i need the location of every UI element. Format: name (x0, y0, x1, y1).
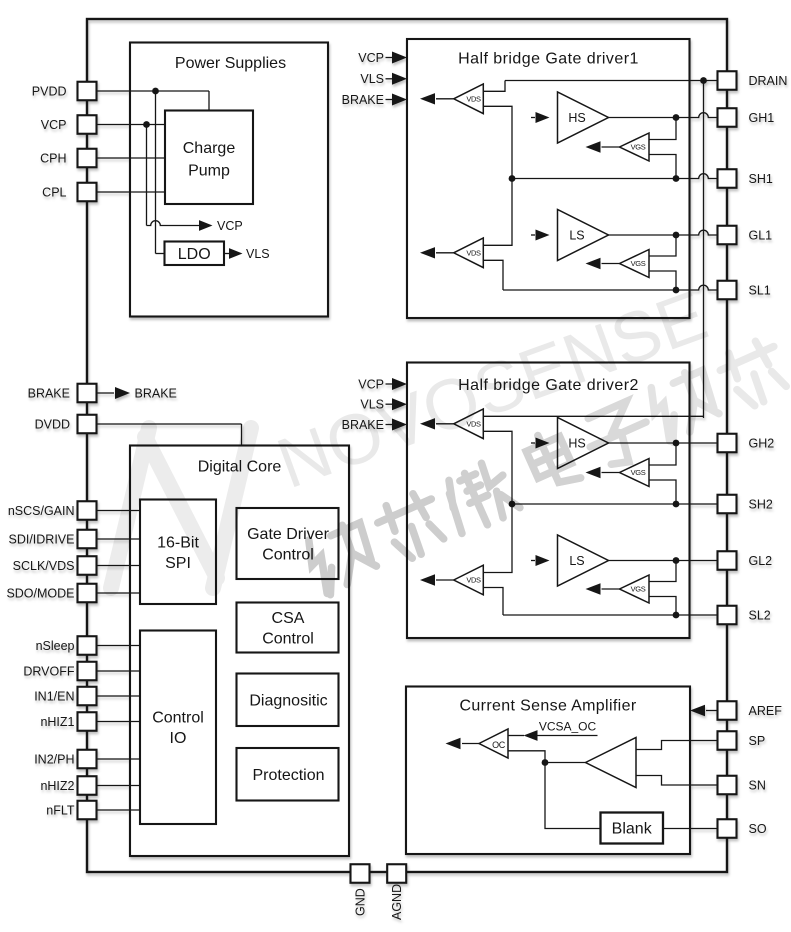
svg-text:nHIZ1: nHIZ1 (40, 715, 74, 729)
svg-text:GL1: GL1 (749, 228, 773, 242)
svg-text:LS: LS (569, 554, 584, 568)
svg-text:Diagnositic: Diagnositic (249, 693, 327, 710)
svg-text:SO: SO (749, 822, 767, 836)
svg-text:nHIZ2: nHIZ2 (40, 779, 74, 793)
svg-text:VGS: VGS (631, 585, 646, 594)
svg-text:PVDD: PVDD (32, 84, 67, 98)
svg-text:VCP: VCP (41, 118, 67, 132)
svg-text:SPI: SPI (165, 555, 191, 572)
svg-text:CPH: CPH (40, 151, 66, 165)
svg-text:GND: GND (354, 888, 368, 916)
svg-text:VCP: VCP (217, 219, 243, 233)
svg-text:BRAKE: BRAKE (342, 93, 384, 107)
svg-text:SH1: SH1 (749, 172, 773, 186)
svg-text:SN: SN (749, 778, 766, 792)
svg-text:VGS: VGS (631, 259, 646, 268)
svg-text:Pump: Pump (188, 163, 230, 180)
svg-text:VCP: VCP (358, 51, 384, 65)
svg-text:Half bridge Gate driver1: Half bridge Gate driver1 (458, 51, 639, 68)
svg-text:nSCS/GAIN: nSCS/GAIN (8, 504, 75, 518)
svg-text:Half bridge Gate driver2: Half bridge Gate driver2 (458, 377, 639, 394)
svg-text:SP: SP (749, 734, 766, 748)
svg-text:nFLT: nFLT (46, 803, 75, 817)
svg-text:LDO: LDO (178, 246, 211, 263)
svg-text:IN1/EN: IN1/EN (34, 689, 74, 703)
svg-text:Blank: Blank (612, 821, 653, 838)
svg-text:HS: HS (568, 437, 585, 451)
svg-text:IN2/PH: IN2/PH (34, 752, 74, 766)
svg-text:HS: HS (568, 111, 585, 125)
svg-text:VLS: VLS (360, 72, 384, 86)
svg-text:SL1: SL1 (749, 283, 771, 297)
svg-text:VGS: VGS (631, 143, 646, 152)
svg-text:CSA: CSA (272, 610, 305, 627)
svg-text:Protection: Protection (252, 767, 324, 784)
svg-text:SDO/MODE: SDO/MODE (6, 586, 74, 600)
svg-text:IO: IO (170, 730, 187, 747)
svg-text:LS: LS (569, 229, 584, 243)
svg-text:VCSA_OC: VCSA_OC (539, 720, 597, 734)
svg-text:VDS: VDS (466, 420, 481, 429)
svg-text:VLS: VLS (360, 398, 384, 412)
svg-text:BRAKE: BRAKE (28, 386, 70, 400)
svg-text:DRAIN: DRAIN (749, 74, 788, 88)
svg-text:Control: Control (152, 710, 204, 727)
svg-text:SCLK/VDS: SCLK/VDS (13, 559, 75, 573)
svg-text:GH2: GH2 (749, 436, 775, 450)
svg-text:DVDD: DVDD (35, 417, 70, 431)
svg-text:AGND: AGND (390, 884, 404, 920)
svg-text:SL2: SL2 (749, 608, 771, 622)
svg-text:VDS: VDS (466, 576, 481, 585)
svg-text:VCP: VCP (358, 377, 384, 391)
svg-text:Gate Driver: Gate Driver (247, 526, 329, 543)
svg-text:CPL: CPL (42, 185, 66, 199)
svg-text:SH2: SH2 (749, 497, 773, 511)
svg-text:GL2: GL2 (749, 554, 773, 568)
svg-text:AREF: AREF (749, 704, 783, 718)
svg-text:VDS: VDS (466, 95, 481, 104)
svg-text:GH1: GH1 (749, 111, 775, 125)
svg-text:VLS: VLS (246, 247, 270, 261)
svg-text:Control: Control (262, 631, 314, 648)
svg-text:VDS: VDS (466, 249, 481, 258)
svg-text:SDI/IDRIVE: SDI/IDRIVE (9, 532, 75, 546)
svg-text:VGS: VGS (631, 468, 646, 477)
svg-text:Control: Control (262, 547, 314, 564)
svg-text:Charge: Charge (183, 140, 236, 157)
svg-text:OC: OC (492, 740, 506, 750)
svg-text:Power Supplies: Power Supplies (175, 55, 286, 72)
svg-text:Current Sense Amplifier: Current Sense Amplifier (459, 698, 636, 715)
svg-text:nSleep: nSleep (36, 639, 75, 653)
svg-text:BRAKE: BRAKE (135, 387, 177, 401)
svg-text:DRVOFF: DRVOFF (23, 664, 75, 678)
svg-text:BRAKE: BRAKE (342, 418, 384, 432)
